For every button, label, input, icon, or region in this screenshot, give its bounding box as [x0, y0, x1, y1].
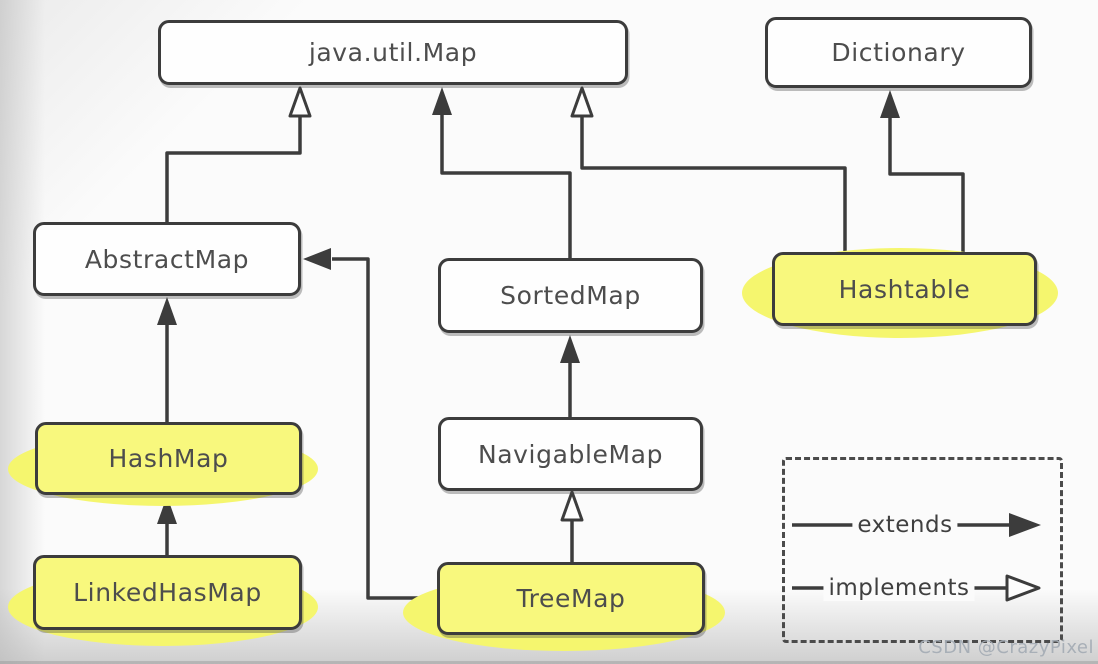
- watermark: CSDN @CrazyPixel: [918, 637, 1094, 658]
- extends-arrowhead-icon: [560, 335, 580, 363]
- node-hashtable: Hashtable: [772, 252, 1037, 326]
- edge-abstractmap-implements-map: [165, 116, 302, 222]
- legend-implements-label: implements: [823, 575, 975, 601]
- edge-sortedmap-extends-map: [440, 113, 572, 258]
- extends-arrowhead-icon: [157, 297, 177, 325]
- node-label: NavigableMap: [477, 439, 664, 469]
- implements-arrowhead-icon: [570, 86, 594, 118]
- implements-arrowhead-icon: [560, 490, 584, 522]
- extends-arrowhead-icon: [880, 90, 900, 118]
- node-label: AbstractMap: [84, 244, 250, 274]
- node-dictionary: Dictionary: [765, 17, 1032, 88]
- extends-arrowhead-icon: [303, 248, 331, 270]
- legend-extends-label: extends: [852, 512, 958, 538]
- node-label: SortedMap: [500, 281, 641, 310]
- extends-arrowhead-icon: [1009, 513, 1041, 537]
- implements-arrowhead-icon: [288, 86, 312, 118]
- node-navigablemap: NavigableMap: [438, 417, 703, 491]
- edge-treemap-extends-abstractmap: [332, 257, 437, 600]
- implements-arrowhead-icon: [1005, 574, 1041, 602]
- node-label: Hashtable: [838, 274, 971, 304]
- extends-arrowhead-icon: [432, 87, 452, 115]
- node-java-util-map: java.util.Map: [158, 20, 628, 85]
- edge-hashtable-implements-map: [580, 116, 847, 252]
- edge-hashtable-extends-dictionary: [888, 115, 965, 252]
- node-linkedhasmap: LinkedHasMap: [33, 555, 302, 630]
- extends-arrowhead-icon: [157, 496, 177, 524]
- node-label: HashMap: [108, 444, 229, 473]
- node-label: Dictionary: [831, 38, 966, 67]
- node-label: LinkedHasMap: [73, 578, 262, 607]
- node-treemap: TreeMap: [437, 562, 705, 635]
- node-sortedmap: SortedMap: [438, 258, 703, 333]
- node-abstractmap: AbstractMap: [33, 222, 301, 296]
- node-hashmap: HashMap: [35, 422, 302, 495]
- node-label: java.util.Map: [308, 38, 478, 67]
- node-label: TreeMap: [516, 584, 626, 613]
- legend-box: [782, 457, 1063, 643]
